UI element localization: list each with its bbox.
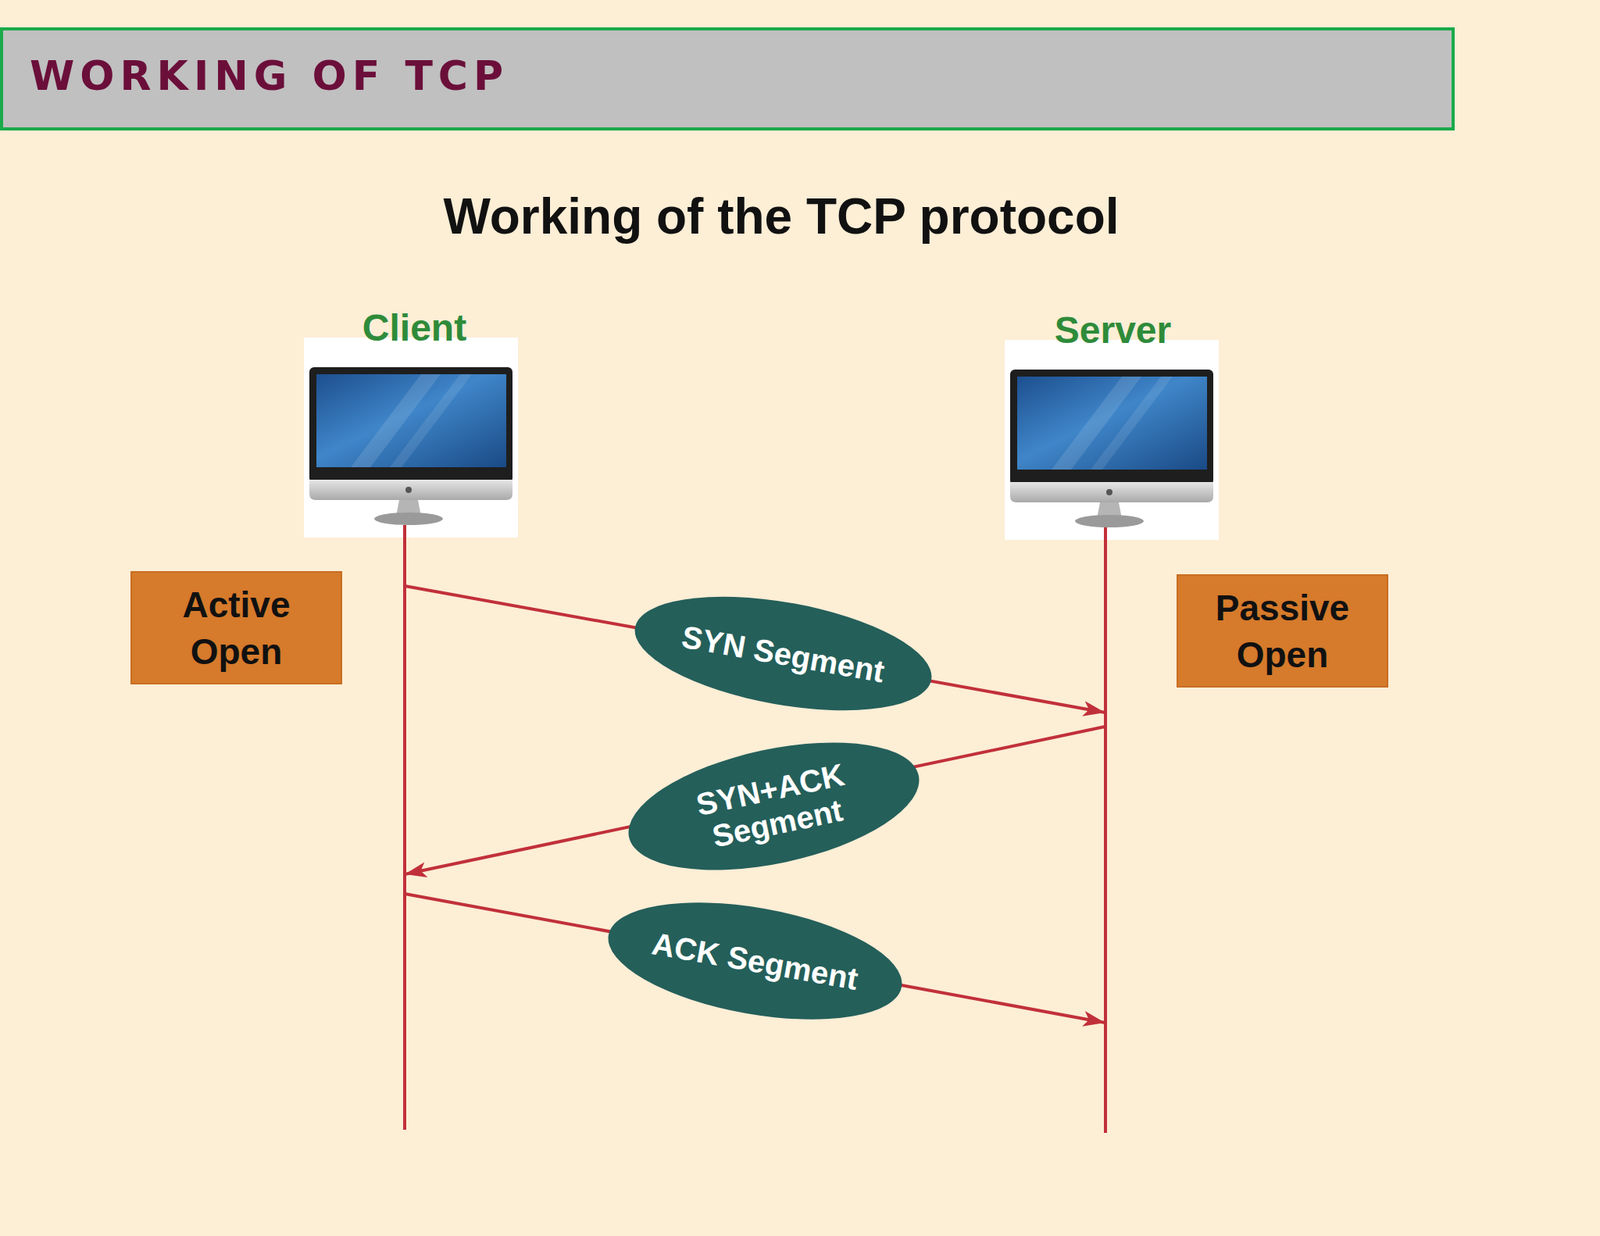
node-label: Active Open [166, 581, 308, 675]
segment-ellipse: ACK Segment [599, 882, 911, 1040]
client-node: Client [303, 337, 518, 538]
segment-ellipse: SYN+ACK Segment [616, 719, 930, 893]
ellipse-shape [616, 719, 930, 893]
state-box: Passive Open [1176, 574, 1389, 688]
header-text: WORKING OF TCP [29, 52, 509, 100]
ellipse-shape [625, 576, 940, 730]
client-computer [303, 337, 518, 538]
ellipse-shape [599, 882, 911, 1040]
host-label: Server [1007, 311, 1218, 350]
server-computer [1004, 339, 1219, 540]
segment-ellipse: SYN Segment [625, 576, 940, 730]
client-lifeline [403, 525, 407, 1130]
server-lifeline [1103, 527, 1108, 1133]
node-label: Passive Open [1212, 584, 1354, 679]
server-node: Server [1004, 339, 1218, 540]
diagram-title: Working of the TCP protocol [0, 188, 1563, 245]
state-box: Active Open [130, 571, 343, 685]
host-label: Client [310, 309, 518, 347]
header-band: WORKING OF TCP [0, 27, 1455, 131]
